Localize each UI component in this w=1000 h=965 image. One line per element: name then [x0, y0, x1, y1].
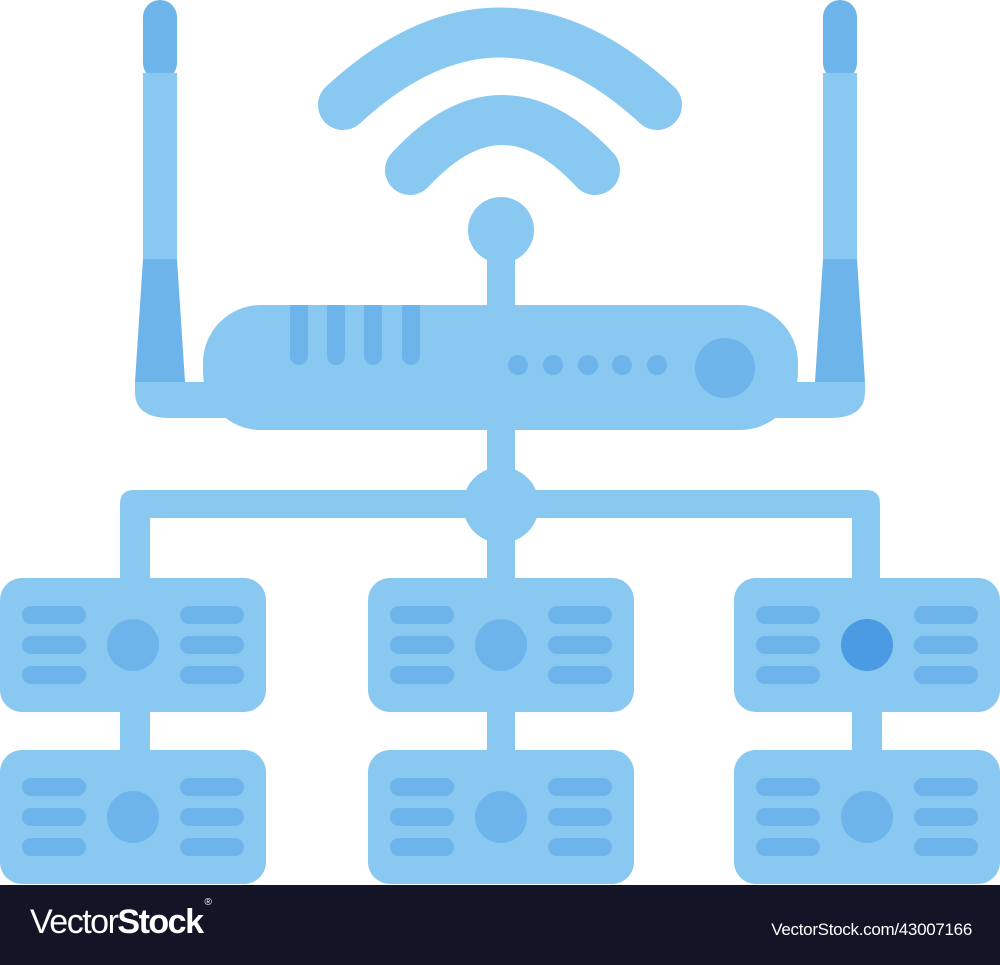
watermark-footer: VectorStock® VectorStock.com/43007166 — [0, 885, 1000, 965]
server-icon — [0, 578, 266, 712]
server-icon — [368, 750, 634, 884]
left-antenna-icon — [135, 0, 240, 418]
brand-bold: Stock — [117, 903, 204, 941]
network-connection-lines — [120, 428, 882, 760]
wifi-signal-icon — [318, 7, 682, 320]
image-reference: VectorStock.com/43007166 — [771, 920, 972, 939]
router-icon — [203, 305, 798, 430]
right-antenna-icon — [760, 0, 865, 418]
server-icon — [734, 750, 1000, 884]
registered-mark: ® — [204, 896, 212, 908]
network-router-illustration — [0, 0, 1000, 884]
server-icon — [368, 578, 634, 712]
vectorstock-logo: VectorStock® — [30, 897, 212, 941]
server-icon — [0, 750, 266, 884]
server-icon-active — [734, 578, 1000, 712]
brand-light: Vector — [30, 903, 119, 941]
